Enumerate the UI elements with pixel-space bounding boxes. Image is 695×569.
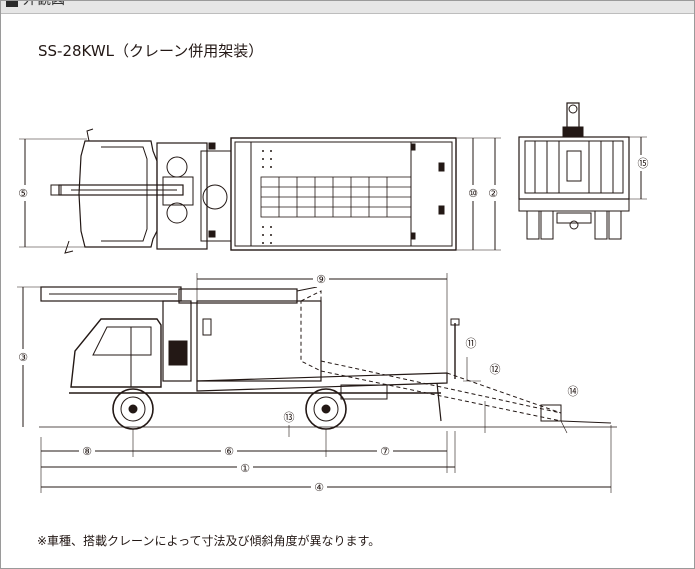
- dim-marker-13: ⑬: [284, 411, 295, 424]
- dim-marker-14: ⑭: [568, 385, 579, 398]
- section-title: 外観図: [23, 0, 65, 8]
- dim-marker-15: ⑮: [638, 157, 649, 170]
- dim-marker-4: ④: [314, 481, 324, 494]
- rear-view: [518, 102, 630, 240]
- dim-marker-8: ⑧: [82, 445, 92, 458]
- dim-marker-1: ①: [240, 462, 250, 475]
- dim-marker-5: ⑤: [18, 187, 28, 200]
- vehicle-drawing: ① ② ③ ④ ⑤ ⑥ ⑦ ⑧ ⑨ ⑩ ⑪ ⑫ ⑬ ⑭ ⑮: [15, 102, 651, 495]
- dim-marker-9: ⑨: [316, 273, 326, 286]
- side-view: [39, 286, 617, 430]
- section-header: 外観図: [1, 1, 694, 14]
- header-bullet-icon: [6, 1, 18, 7]
- dim-marker-12: ⑫: [490, 363, 501, 376]
- dim-marker-7: ⑦: [380, 445, 390, 458]
- dim-marker-3: ③: [18, 351, 28, 364]
- footnote: ※車種、搭載クレーンによって寸法及び傾斜角度が異なります。: [37, 534, 381, 548]
- dim-marker-2: ②: [488, 187, 498, 200]
- dim-marker-10: ⑩: [468, 187, 478, 200]
- dim-marker-6: ⑥: [224, 445, 234, 458]
- dim-marker-11: ⑪: [466, 337, 477, 350]
- top-view: [50, 128, 457, 254]
- model-label: SS-28KWL（クレーン併用架装）: [38, 42, 264, 60]
